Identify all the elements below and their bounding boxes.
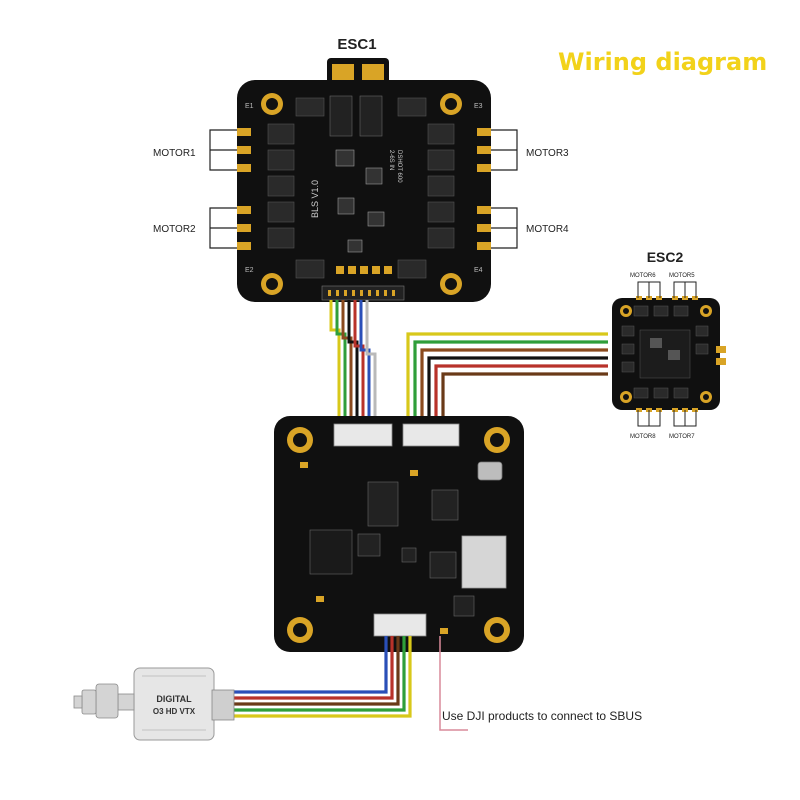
esc1-pad-e1: E1 [245, 103, 254, 110]
esc2-board: ESC2 [612, 249, 726, 412]
vtx-connector [211, 689, 235, 721]
fc-pcb [274, 416, 524, 652]
esc1-mcu-chips [335, 149, 385, 253]
fc-esc2-connector [402, 423, 460, 447]
motor5-label: MOTOR5 [669, 273, 695, 279]
esc1-motor-pads-right [477, 128, 491, 250]
sbus-wire [439, 636, 468, 731]
fc-esc1-connector [333, 423, 393, 447]
flight-controller-board [274, 416, 524, 652]
esc1-pad-e3: E3 [474, 103, 483, 110]
esc2-motor-brackets [637, 281, 697, 427]
esc1-motor-pads-left [237, 128, 251, 250]
esc1-board: ESC1 E1 E2 E3 E4 [237, 36, 491, 302]
fc-components [309, 481, 475, 617]
motor8-label: MOTOR8 [630, 434, 656, 440]
esc1-motor-brackets [209, 129, 518, 249]
sbus-note: Use DJI products to connect to SBUS [442, 709, 642, 723]
vtx-antenna [73, 683, 135, 719]
esc1-model: BLS V1.0 [310, 180, 320, 218]
esc2-mosfets [621, 305, 709, 399]
fc-inductor [461, 535, 507, 589]
esc2-fc-harness [406, 332, 608, 426]
dji-vtx-unit: DIGITAL O3 HD VTX [73, 667, 235, 741]
motor1-label: MOTOR1 [153, 148, 196, 159]
esc1-power-pad [332, 64, 354, 82]
esc1-pad-e4: E4 [474, 267, 483, 274]
fc-crystal [477, 461, 503, 481]
motor4-label: MOTOR4 [526, 224, 569, 235]
esc1-pcb [237, 80, 491, 302]
vtx-line1: DIGITAL [156, 694, 192, 704]
motor2-label: MOTOR2 [153, 224, 196, 235]
esc1-capacitor [359, 95, 383, 137]
motor3-label: MOTOR3 [526, 148, 569, 159]
esc1-label: ESC1 [337, 36, 376, 53]
motor7-label: MOTOR7 [669, 434, 695, 440]
vtx-line2: O3 HD VTX [153, 707, 196, 716]
esc1-power-pad [362, 64, 384, 82]
diagram-title: Wiring diagram [558, 48, 767, 76]
esc1-mosfets [267, 97, 455, 279]
esc1-signal-pads [336, 266, 392, 274]
esc1-pad-e2: E2 [245, 267, 254, 274]
vtx-body [133, 667, 215, 741]
esc1-fc-harness [329, 300, 377, 426]
esc1-capacitor [329, 95, 353, 137]
motor6-label: MOTOR6 [630, 273, 656, 279]
esc1-input: 2-6S IN [388, 150, 394, 170]
vtx-harness [232, 636, 412, 718]
esc1-firmware: DSHOT 600 [396, 150, 402, 183]
fc-vtx-connector [373, 613, 427, 637]
esc2-power-pads [716, 346, 726, 365]
esc2-label: ESC2 [647, 249, 684, 265]
